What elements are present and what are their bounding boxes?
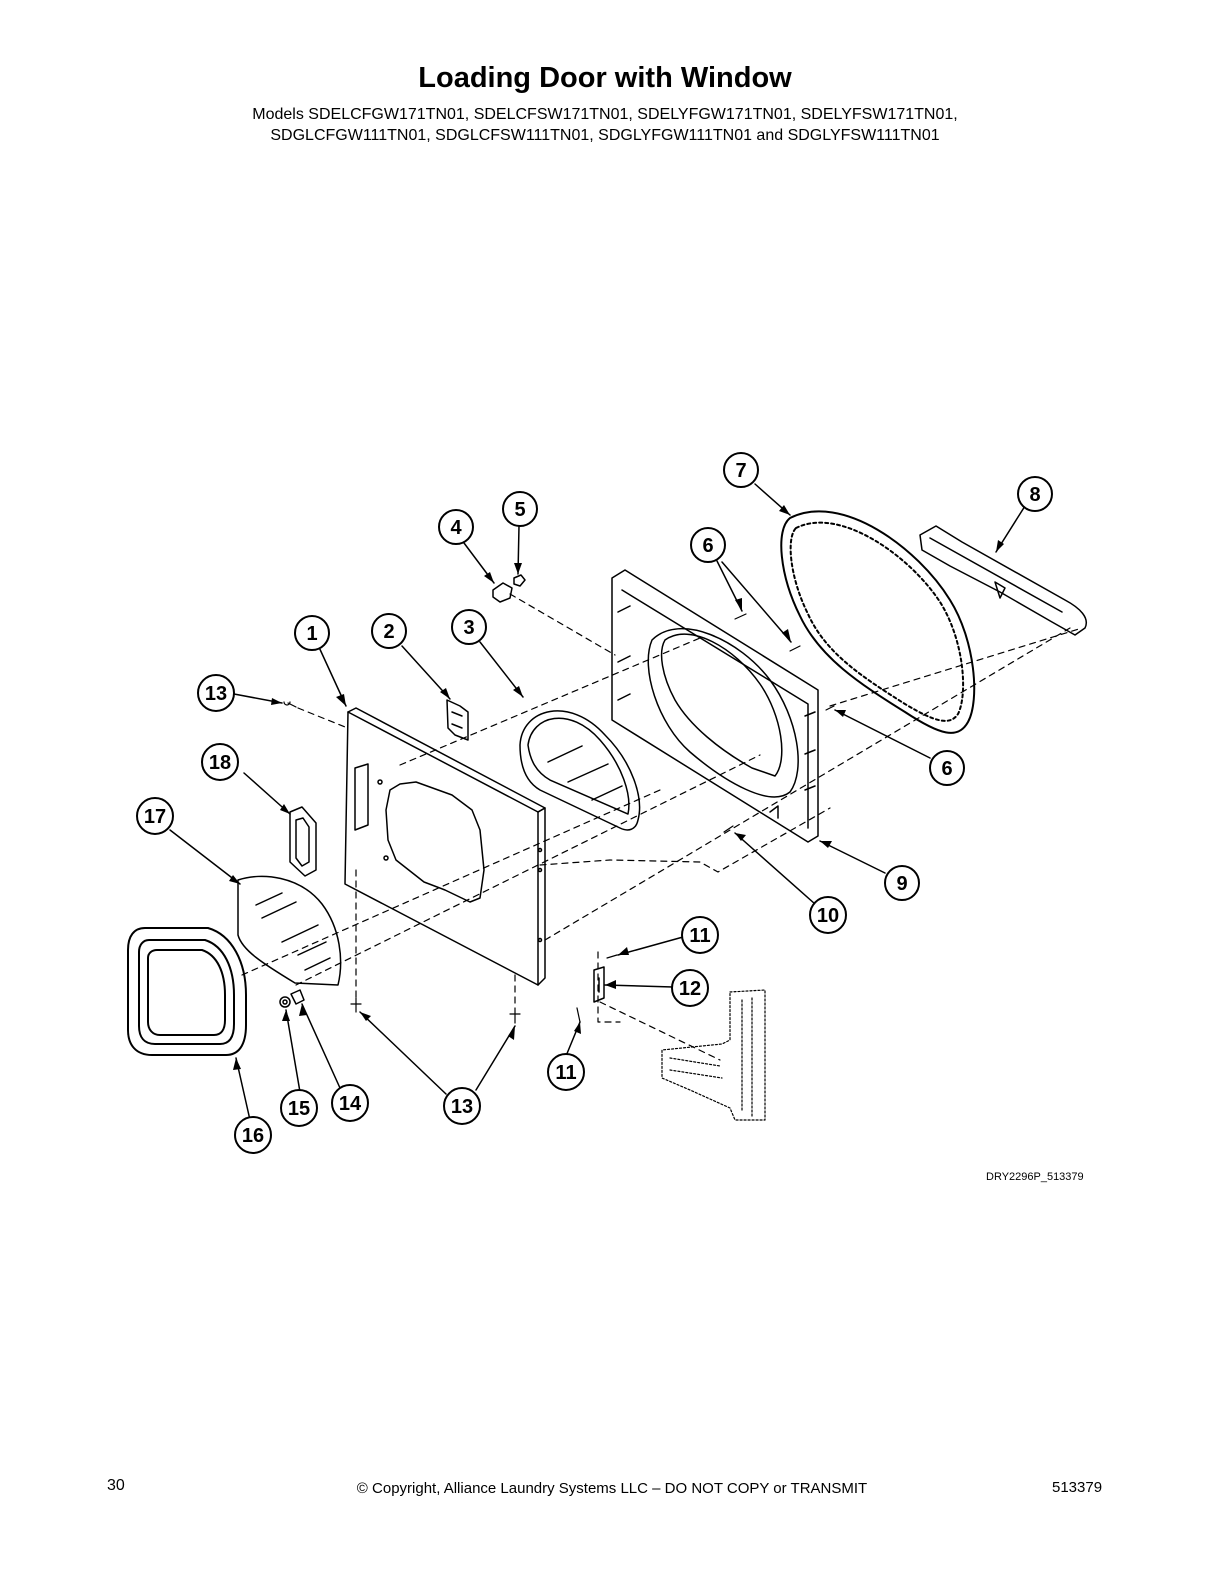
door-handle bbox=[919, 525, 1087, 636]
svg-text:15: 15 bbox=[288, 1098, 310, 1120]
callout-10: 10 bbox=[809, 896, 847, 934]
page-number: 30 bbox=[107, 1477, 125, 1494]
callout-3: 3 bbox=[451, 609, 487, 645]
arrowheads bbox=[229, 505, 1004, 1070]
svg-text:6: 6 bbox=[941, 758, 952, 780]
callout-15: 15 bbox=[280, 1089, 318, 1127]
screws bbox=[283, 613, 835, 1024]
svg-text:13: 13 bbox=[451, 1096, 473, 1118]
callout-13-bottom: 13 bbox=[443, 1087, 481, 1125]
models-line-2: SDGLCFGW111TN01, SDGLCFSW111TN01, SDGLYF… bbox=[270, 127, 940, 144]
callout-5: 5 bbox=[502, 491, 538, 527]
callout-6-top: 6 bbox=[690, 527, 726, 563]
callout-8: 8 bbox=[1017, 476, 1053, 512]
svg-text:14: 14 bbox=[339, 1093, 362, 1115]
hinge bbox=[593, 966, 605, 1003]
copyright-notice: © Copyright, Alliance Laundry Systems LL… bbox=[356, 1480, 868, 1497]
svg-text:5: 5 bbox=[514, 499, 525, 521]
callouts: 1 2 3 4 5 6 6 7 8 9 10 11 11 12 13 13 14… bbox=[136, 452, 1053, 1154]
svg-text:11: 11 bbox=[555, 1062, 576, 1084]
models-list: Models SDELCFGW171TN01, SDELCFSW171TN01,… bbox=[0, 104, 1210, 146]
svg-text:16: 16 bbox=[242, 1125, 264, 1147]
document-number: 513379 bbox=[1052, 1479, 1103, 1496]
svg-text:3: 3 bbox=[463, 617, 474, 639]
svg-text:13: 13 bbox=[205, 683, 227, 705]
window-trim-ring bbox=[127, 927, 247, 1056]
latch-keeper bbox=[290, 989, 305, 1005]
callout-17: 17 bbox=[136, 797, 174, 835]
svg-text:12: 12 bbox=[679, 978, 701, 1000]
svg-text:1: 1 bbox=[306, 623, 317, 645]
svg-text:11: 11 bbox=[689, 925, 710, 947]
page-title: Loading Door with Window bbox=[418, 62, 792, 94]
window-frame bbox=[519, 710, 641, 831]
callout-4: 4 bbox=[438, 509, 474, 545]
clip-screw bbox=[513, 574, 526, 587]
svg-text:17: 17 bbox=[144, 806, 166, 828]
callout-13-left: 13 bbox=[197, 674, 235, 712]
callout-11-top: 11 bbox=[681, 916, 719, 954]
handle-insert bbox=[289, 806, 317, 877]
drawing-id: DRY2296P_513379 bbox=[986, 1171, 1084, 1183]
callout-11-bottom: 11 bbox=[547, 1053, 585, 1091]
svg-text:4: 4 bbox=[450, 517, 462, 539]
window-glass bbox=[237, 875, 342, 986]
svg-text:18: 18 bbox=[209, 752, 231, 774]
callout-7: 7 bbox=[723, 452, 759, 488]
callout-18: 18 bbox=[201, 743, 239, 781]
callout-9: 9 bbox=[884, 865, 920, 901]
svg-text:8: 8 bbox=[1029, 484, 1040, 506]
inner-door-liner bbox=[611, 569, 819, 843]
cabinet-reference bbox=[661, 989, 766, 1121]
leader-lines bbox=[169, 483, 1026, 1121]
washer bbox=[279, 996, 291, 1008]
svg-text:6: 6 bbox=[702, 535, 713, 557]
svg-text:2: 2 bbox=[383, 621, 394, 643]
svg-text:7: 7 bbox=[735, 460, 746, 482]
latch-bracket bbox=[446, 699, 469, 741]
door-gasket bbox=[780, 510, 976, 734]
svg-text:10: 10 bbox=[817, 905, 839, 927]
outer-door-panel bbox=[344, 707, 546, 986]
models-line-1: Models SDELCFGW171TN01, SDELCFSW171TN01,… bbox=[252, 106, 958, 123]
callout-2: 2 bbox=[371, 613, 407, 649]
callout-14: 14 bbox=[331, 1084, 369, 1122]
callout-1: 1 bbox=[294, 615, 330, 651]
svg-text:9: 9 bbox=[896, 873, 907, 895]
callout-16: 16 bbox=[234, 1116, 272, 1154]
callout-6-right: 6 bbox=[929, 750, 965, 786]
clip bbox=[492, 582, 513, 603]
callout-12: 12 bbox=[671, 969, 709, 1007]
